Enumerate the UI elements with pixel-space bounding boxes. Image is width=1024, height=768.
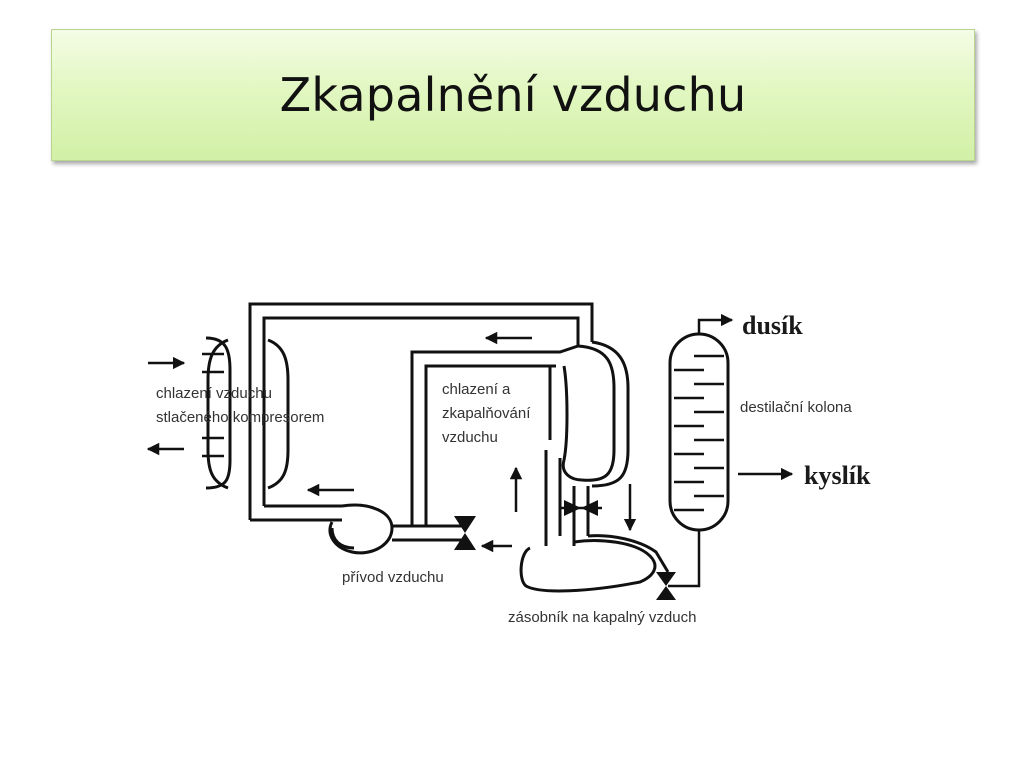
compressor-cooler — [205, 336, 290, 490]
compressor — [328, 503, 466, 555]
distillation-column — [668, 313, 794, 588]
flow-arrows — [306, 331, 637, 553]
cooling-water-lines — [146, 352, 224, 458]
title-banner: Zkapalnění vzduchu — [51, 29, 975, 161]
label-cooling-liquefying-1: chlazení a — [442, 381, 511, 398]
expansion-valve-middle — [560, 500, 602, 516]
label-cooling-liquefying-3: vzduchu — [442, 429, 498, 446]
label-cooling-compressed-1: chlazení vzduchu — [156, 385, 272, 402]
label-oxygen: kyslík — [804, 461, 871, 490]
label-nitrogen: dusík — [742, 311, 803, 340]
air-liquefaction-diagram: chlazení vzduchu stlačeného kompresorem … — [146, 302, 871, 626]
main-circuit-pipes — [248, 302, 594, 522]
nitrogen-outlet-arrow — [697, 313, 734, 334]
slide-title: Zkapalnění vzduchu — [279, 68, 747, 122]
label-distillation-column: destilační kolona — [740, 399, 852, 416]
label-air-inlet: přívod vzduchu — [342, 569, 444, 586]
liquid-air-storage-tank — [519, 534, 670, 593]
label-storage: zásobník na kapalný vzduch — [508, 609, 696, 626]
expansion-valve-left — [454, 516, 476, 550]
expansion-valve-right — [656, 572, 676, 600]
label-cooling-liquefying-2: zkapalňování — [442, 405, 531, 422]
label-cooling-compressed-2: stlačeného kompresorem — [156, 409, 324, 426]
